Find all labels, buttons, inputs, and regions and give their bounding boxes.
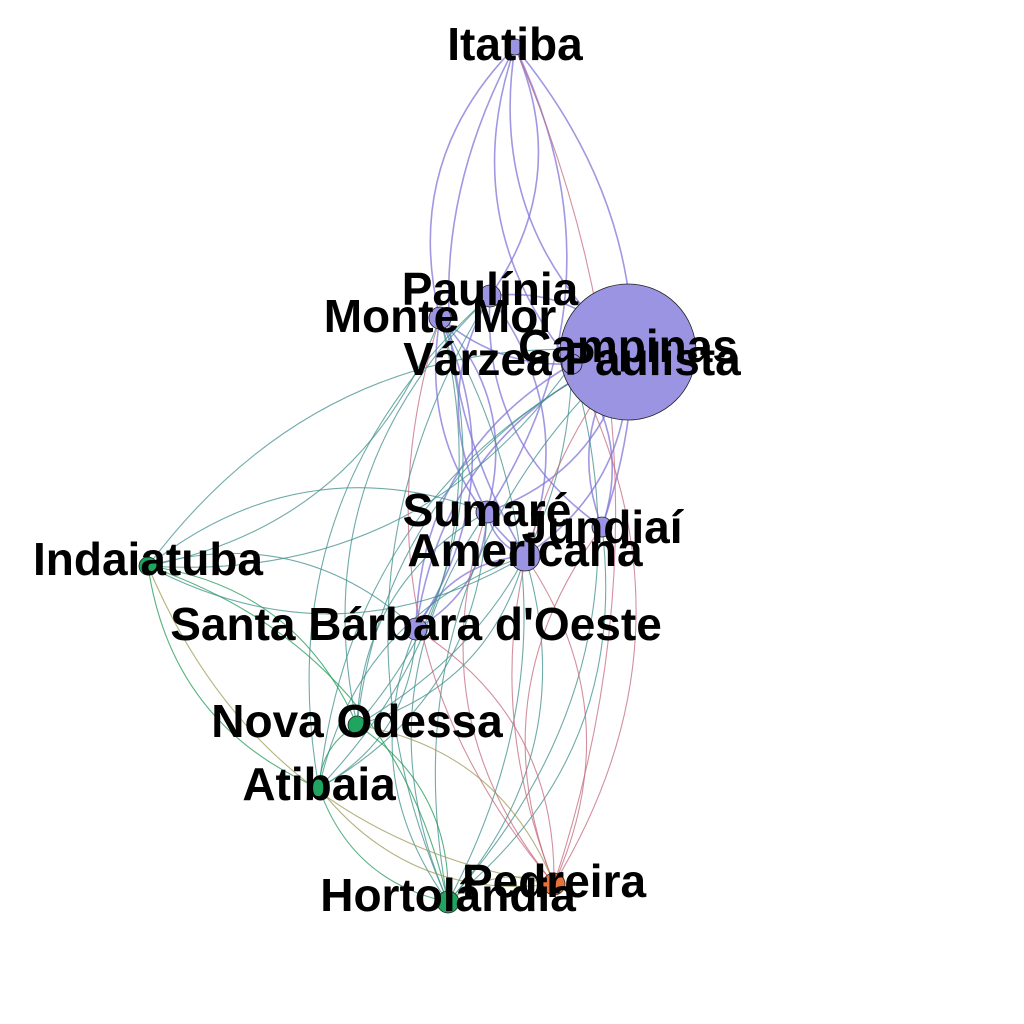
node-hortolandia[interactable] [436,890,460,914]
edge-paulinia-sumare [457,295,491,513]
edge-nova-odessa-americana [356,555,526,726]
edge-atibaia-paulinia [308,295,491,789]
edge-hortolandia-santa-barbara [391,628,449,903]
node-monte-mor[interactable] [428,306,452,330]
edge-hortolandia-varzea-paulista [447,363,599,903]
edge-indaiatuba-campinas [147,348,629,567]
edge-indaiatuba-varzea-paulista [147,363,573,568]
edge-nova-odessa-monte-mor [356,317,464,726]
edge-monte-mor-americana [434,317,526,557]
edge-atibaia-americana [318,555,526,789]
edge-varzea-paulista-santa-barbara [415,363,573,630]
node-label-monte-mor: Monte Mor [324,290,557,342]
edge-indaiatuba-nova-odessa [147,565,358,726]
node-pedreira[interactable] [542,872,566,896]
edge-pedreira-itatiba [514,46,617,885]
node-label-atibaia: Atibaia [242,758,396,810]
edge-hortolandia-campinas [434,351,629,903]
edge-atibaia-santa-barbara [318,628,417,789]
edge-atibaia-monte-mor [318,317,460,789]
edge-pedreira-jundiai [524,526,603,885]
edge-itatiba-americana [447,46,526,557]
node-label-paulinia: Paulínia [402,263,579,315]
edge-nova-odessa-varzea-paulista [356,363,573,726]
edge-pedreira-indaiatuba [147,565,555,885]
edge-hortolandia-paulinia [387,295,491,903]
edge-hortolandia-monte-mor [439,317,525,903]
node-label-sumare: Sumaré [403,484,572,536]
nodes-layer [138,38,697,914]
node-label-varzea-paulista: Várzea Paulista [403,333,741,385]
edge-hortolandia-jundiai [447,526,607,903]
edge-atibaia-sumare [318,511,488,789]
node-label-santa-barbara: Santa Bárbara d'Oeste [170,598,662,650]
edge-indaiatuba-sumare [147,487,488,567]
node-label-itatiba: Itatiba [447,18,583,70]
edge-pedreira-sumare [462,511,555,885]
edge-nova-odessa-sumare [356,511,488,726]
node-label-campinas: Campinas [518,320,738,372]
node-jundiai[interactable] [591,516,613,538]
edge-hortolandia-sumare [410,511,488,903]
node-nova-odessa[interactable] [347,715,367,735]
edge-hortolandia-americana [447,555,544,903]
node-label-indaiatuba: Indaiatuba [33,533,263,585]
edge-pedreira-monte-mor [407,317,555,885]
node-label-hortolandia: Hortolândia [320,869,576,921]
edge-pedreira-nova-odessa [356,724,555,885]
edge-pedreira-varzea-paulista [553,363,637,885]
edge-pedreira-campinas [511,351,629,885]
edge-indaiatuba-americana [147,555,526,615]
edge-monte-mor-sumare [439,317,497,513]
edge-indaiatuba-hortolandia [147,565,449,903]
node-label-americana: Americana [407,524,643,576]
edge-itatiba-paulinia [489,46,540,297]
node-sumare[interactable] [475,500,499,524]
node-americana[interactable] [509,540,541,572]
edge-pedreira-americana [524,555,588,885]
node-santa-barbara[interactable] [404,617,428,641]
edge-pedreira-atibaia [318,787,555,887]
node-indaiatuba[interactable] [138,556,158,576]
edge-atibaia-campinas [318,351,629,789]
node-label-nova-odessa: Nova Odessa [211,695,503,747]
node-atibaia[interactable] [308,777,330,799]
edge-itatiba-monte-mor [429,46,516,319]
node-campinas[interactable] [559,283,697,421]
edge-atibaia-hortolandia [318,787,449,903]
node-varzea-paulista[interactable] [561,353,583,375]
node-label-pedreira: Pedreira [462,855,647,907]
edge-indaiatuba-monte-mor [147,317,441,567]
edge-nova-odessa-hortolandia [356,724,449,903]
edge-paulinia-jundiai [488,295,603,528]
edge-itatiba-varzea-paulista [493,46,573,365]
edge-indaiatuba-atibaia [147,565,320,789]
edge-pedreira-santa-barbara [415,628,555,885]
edge-pedreira-hortolandia [447,876,555,903]
node-label-jundiai: Jundiaí [521,501,684,553]
edge-itatiba-jundiai [514,46,634,528]
node-paulinia[interactable] [478,284,502,308]
node-itatiba[interactable] [506,38,524,56]
